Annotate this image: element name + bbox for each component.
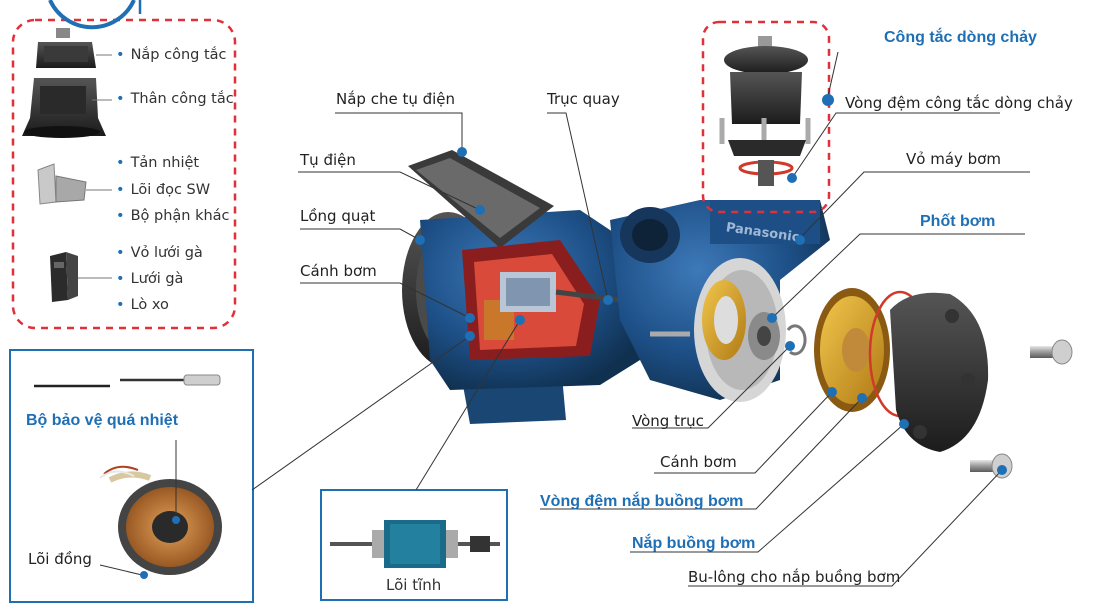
label-shaft-ring: Vòng trục — [632, 412, 704, 430]
label-rotor: Lõi tĩnh — [386, 576, 442, 594]
flow-switch-assembly — [701, 20, 831, 214]
switch-parts-panel — [11, 0, 237, 330]
shaft-ring-image — [786, 324, 807, 356]
label-overheat-protector: Bộ bảo vệ quá nhiệt — [26, 412, 179, 429]
bolt-image-1 — [1030, 339, 1073, 365]
label-other-parts: Bộ phận khác — [116, 209, 230, 224]
stator-image — [99, 465, 222, 575]
label-capacitor-cover: Nắp che tụ điện — [336, 90, 456, 108]
label-grill-housing: Vỏ lưới gà — [116, 246, 203, 261]
header-circle-icon — [48, 0, 136, 30]
exploded-parts — [786, 288, 1073, 479]
pump-main-body: Panasonic — [402, 150, 830, 424]
chamber-cover-image — [890, 292, 989, 452]
label-chamber-bolts: Bu-lông cho nắp buồng bơm — [688, 568, 901, 586]
label-flow-switch-seal: Vòng đệm công tắc dòng chảy — [845, 94, 1073, 112]
label-flow-switch: Công tắc dòng chảy — [884, 29, 1037, 46]
leader-markers — [415, 94, 1007, 475]
grill-parts-image — [50, 252, 78, 302]
bolt-image-2 — [970, 453, 1013, 479]
label-capacitor: Tụ điện — [300, 151, 356, 169]
label-pump-seal: Phốt bơm — [920, 213, 996, 230]
overheat-protector-image — [34, 374, 221, 388]
label-pump-housing: Vỏ máy bơm — [906, 150, 1001, 168]
label-fan-blade: Cánh bơm — [300, 262, 377, 280]
label-chamber-gasket: Vòng đệm nắp buồng bơm — [540, 493, 744, 510]
motor-parts-panel — [9, 349, 254, 603]
label-switch-cover: Nắp công tắc — [116, 48, 227, 63]
rotor-panel — [320, 489, 508, 601]
heat-sink-image — [37, 163, 87, 205]
protector-marker — [172, 516, 180, 524]
switch-parts-frame — [11, 18, 237, 330]
label-heat-sink: Tản nhiệt — [116, 156, 200, 171]
label-sw-core: Lõi đọc SW — [116, 183, 211, 198]
rotor-image — [330, 520, 500, 568]
switch-body-image — [22, 78, 106, 138]
switch-cover-image — [36, 28, 96, 68]
stator-marker — [140, 571, 148, 579]
label-shaft: Trục quay — [547, 90, 620, 108]
label-stator: Lõi đồng — [28, 550, 92, 568]
impeller-image — [814, 288, 890, 412]
label-grill: Lưới gà — [116, 272, 184, 287]
label-switch-body: Thân công tắc — [116, 92, 234, 107]
label-impeller: Cánh bơm — [660, 453, 737, 471]
label-spring: Lò xo — [116, 298, 169, 313]
flow-switch-frame — [701, 20, 831, 214]
label-chamber-cover: Nắp buồng bơm — [632, 535, 756, 552]
leader-lines — [251, 51, 1030, 587]
label-fan-cage: Lồng quạt — [300, 207, 376, 225]
